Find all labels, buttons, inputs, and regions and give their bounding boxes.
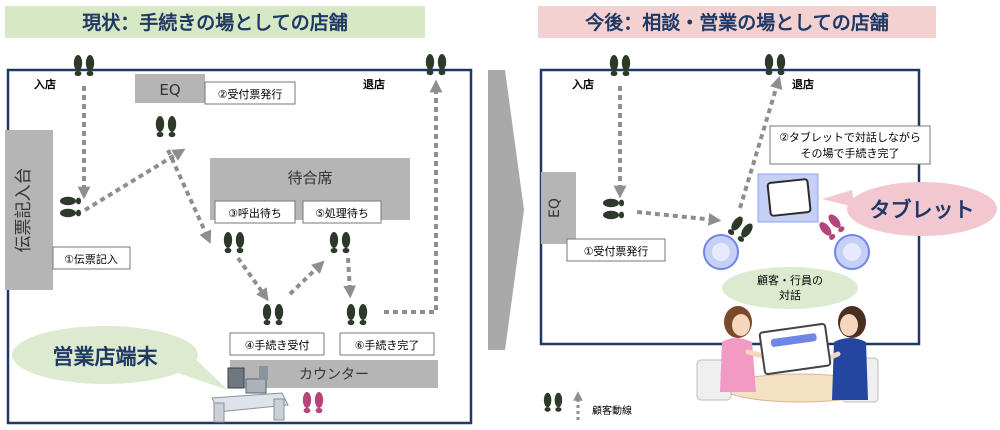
fp-counter-receive xyxy=(262,304,284,326)
terminal-callout: 営業店端末 xyxy=(12,326,228,390)
branch-terminal-illustration xyxy=(211,366,289,423)
right-step1-label: ①受付票発行 xyxy=(584,244,649,258)
right-eq-label: EQ xyxy=(547,198,563,218)
tablet-device xyxy=(757,173,819,223)
left-step3-box xyxy=(214,200,296,224)
legend-footprint-icon xyxy=(543,392,563,412)
left-step3-label: ③呼出待ち xyxy=(228,206,282,220)
left-title: 現状：手続きの場としての店舗 xyxy=(82,11,347,34)
counter-label: カウンター xyxy=(299,367,369,383)
transition-chevron xyxy=(488,70,524,350)
right-step2-box xyxy=(769,125,931,165)
right-step1-box xyxy=(566,238,666,262)
fp-eq xyxy=(155,116,177,138)
legend: 顧客動線 xyxy=(543,391,632,420)
fp-right-entrance xyxy=(609,55,631,77)
left-eq-machine xyxy=(135,74,205,103)
dialog-line1: 顧客・行員の xyxy=(757,273,823,287)
left-step4-box xyxy=(229,332,325,356)
fp-desk xyxy=(60,196,82,218)
legend-label: 顧客動線 xyxy=(592,404,632,417)
consultation-illustration xyxy=(696,306,879,403)
fp-entrance xyxy=(73,55,95,77)
left-step6-label: ⑥手続き完了 xyxy=(355,338,420,352)
left-step5-box xyxy=(302,200,382,224)
right-customer-path-arrows xyxy=(613,75,783,226)
consultation-seats xyxy=(703,234,870,270)
fp-wait-call xyxy=(223,232,245,254)
dialog-bubble: 顧客・行員の 対話 xyxy=(722,267,858,309)
dialog-line2: 対話 xyxy=(779,288,801,302)
fp-wait-process xyxy=(329,232,351,254)
left-step6-box xyxy=(339,332,435,356)
right-title-banner xyxy=(538,6,936,38)
right-step2-line1: ②タブレットで対話しながら xyxy=(779,130,921,144)
left-title-banner xyxy=(5,6,425,38)
left-panel: 現状：手続きの場としての店舗 入店 退店 EQ ②受付票発行 伝票記入台 ①伝票… xyxy=(5,6,473,425)
fp-right-exit xyxy=(764,54,786,76)
right-title: 今後：相談・営業の場としての店舗 xyxy=(584,11,888,34)
left-entrance-label: 入店 xyxy=(34,77,56,91)
fp-staff xyxy=(302,392,324,414)
left-step5-label: ⑤処理待ち xyxy=(315,206,369,220)
right-eq-machine xyxy=(541,172,576,244)
left-eq-label: EQ xyxy=(159,81,180,99)
left-step1-label: ①伝票記入 xyxy=(64,252,118,266)
slip-desk-label: 伝票記入台 xyxy=(14,168,34,253)
left-step2-box xyxy=(204,81,296,105)
tablet-callout: タブレット xyxy=(822,182,997,236)
left-step4-label: ④手続き受付 xyxy=(245,338,310,352)
fp-exit xyxy=(425,54,447,76)
slip-writing-desk xyxy=(5,130,53,290)
right-step2-line2: その場で手続き完了 xyxy=(801,146,900,160)
terminal-callout-text: 営業店端末 xyxy=(53,345,159,369)
fp-right-eq xyxy=(603,198,625,220)
left-customer-path-arrows xyxy=(77,79,443,314)
waiting-area-label: 待合席 xyxy=(287,169,332,187)
left-staff-footprints xyxy=(302,392,324,414)
left-step1-box xyxy=(52,246,131,270)
right-exit-label: 退店 xyxy=(792,77,814,91)
left-exit-label: 退店 xyxy=(363,77,385,91)
left-step2-label: ②受付票発行 xyxy=(218,87,283,101)
right-panel: 今後：相談・営業の場としての店舗 入店 退店 EQ ①受付票発行 ②タブレットで… xyxy=(538,6,997,420)
tablet-callout-text: タブレット xyxy=(870,198,975,222)
fp-counter-complete xyxy=(346,304,368,326)
right-entrance-label: 入店 xyxy=(572,77,594,91)
